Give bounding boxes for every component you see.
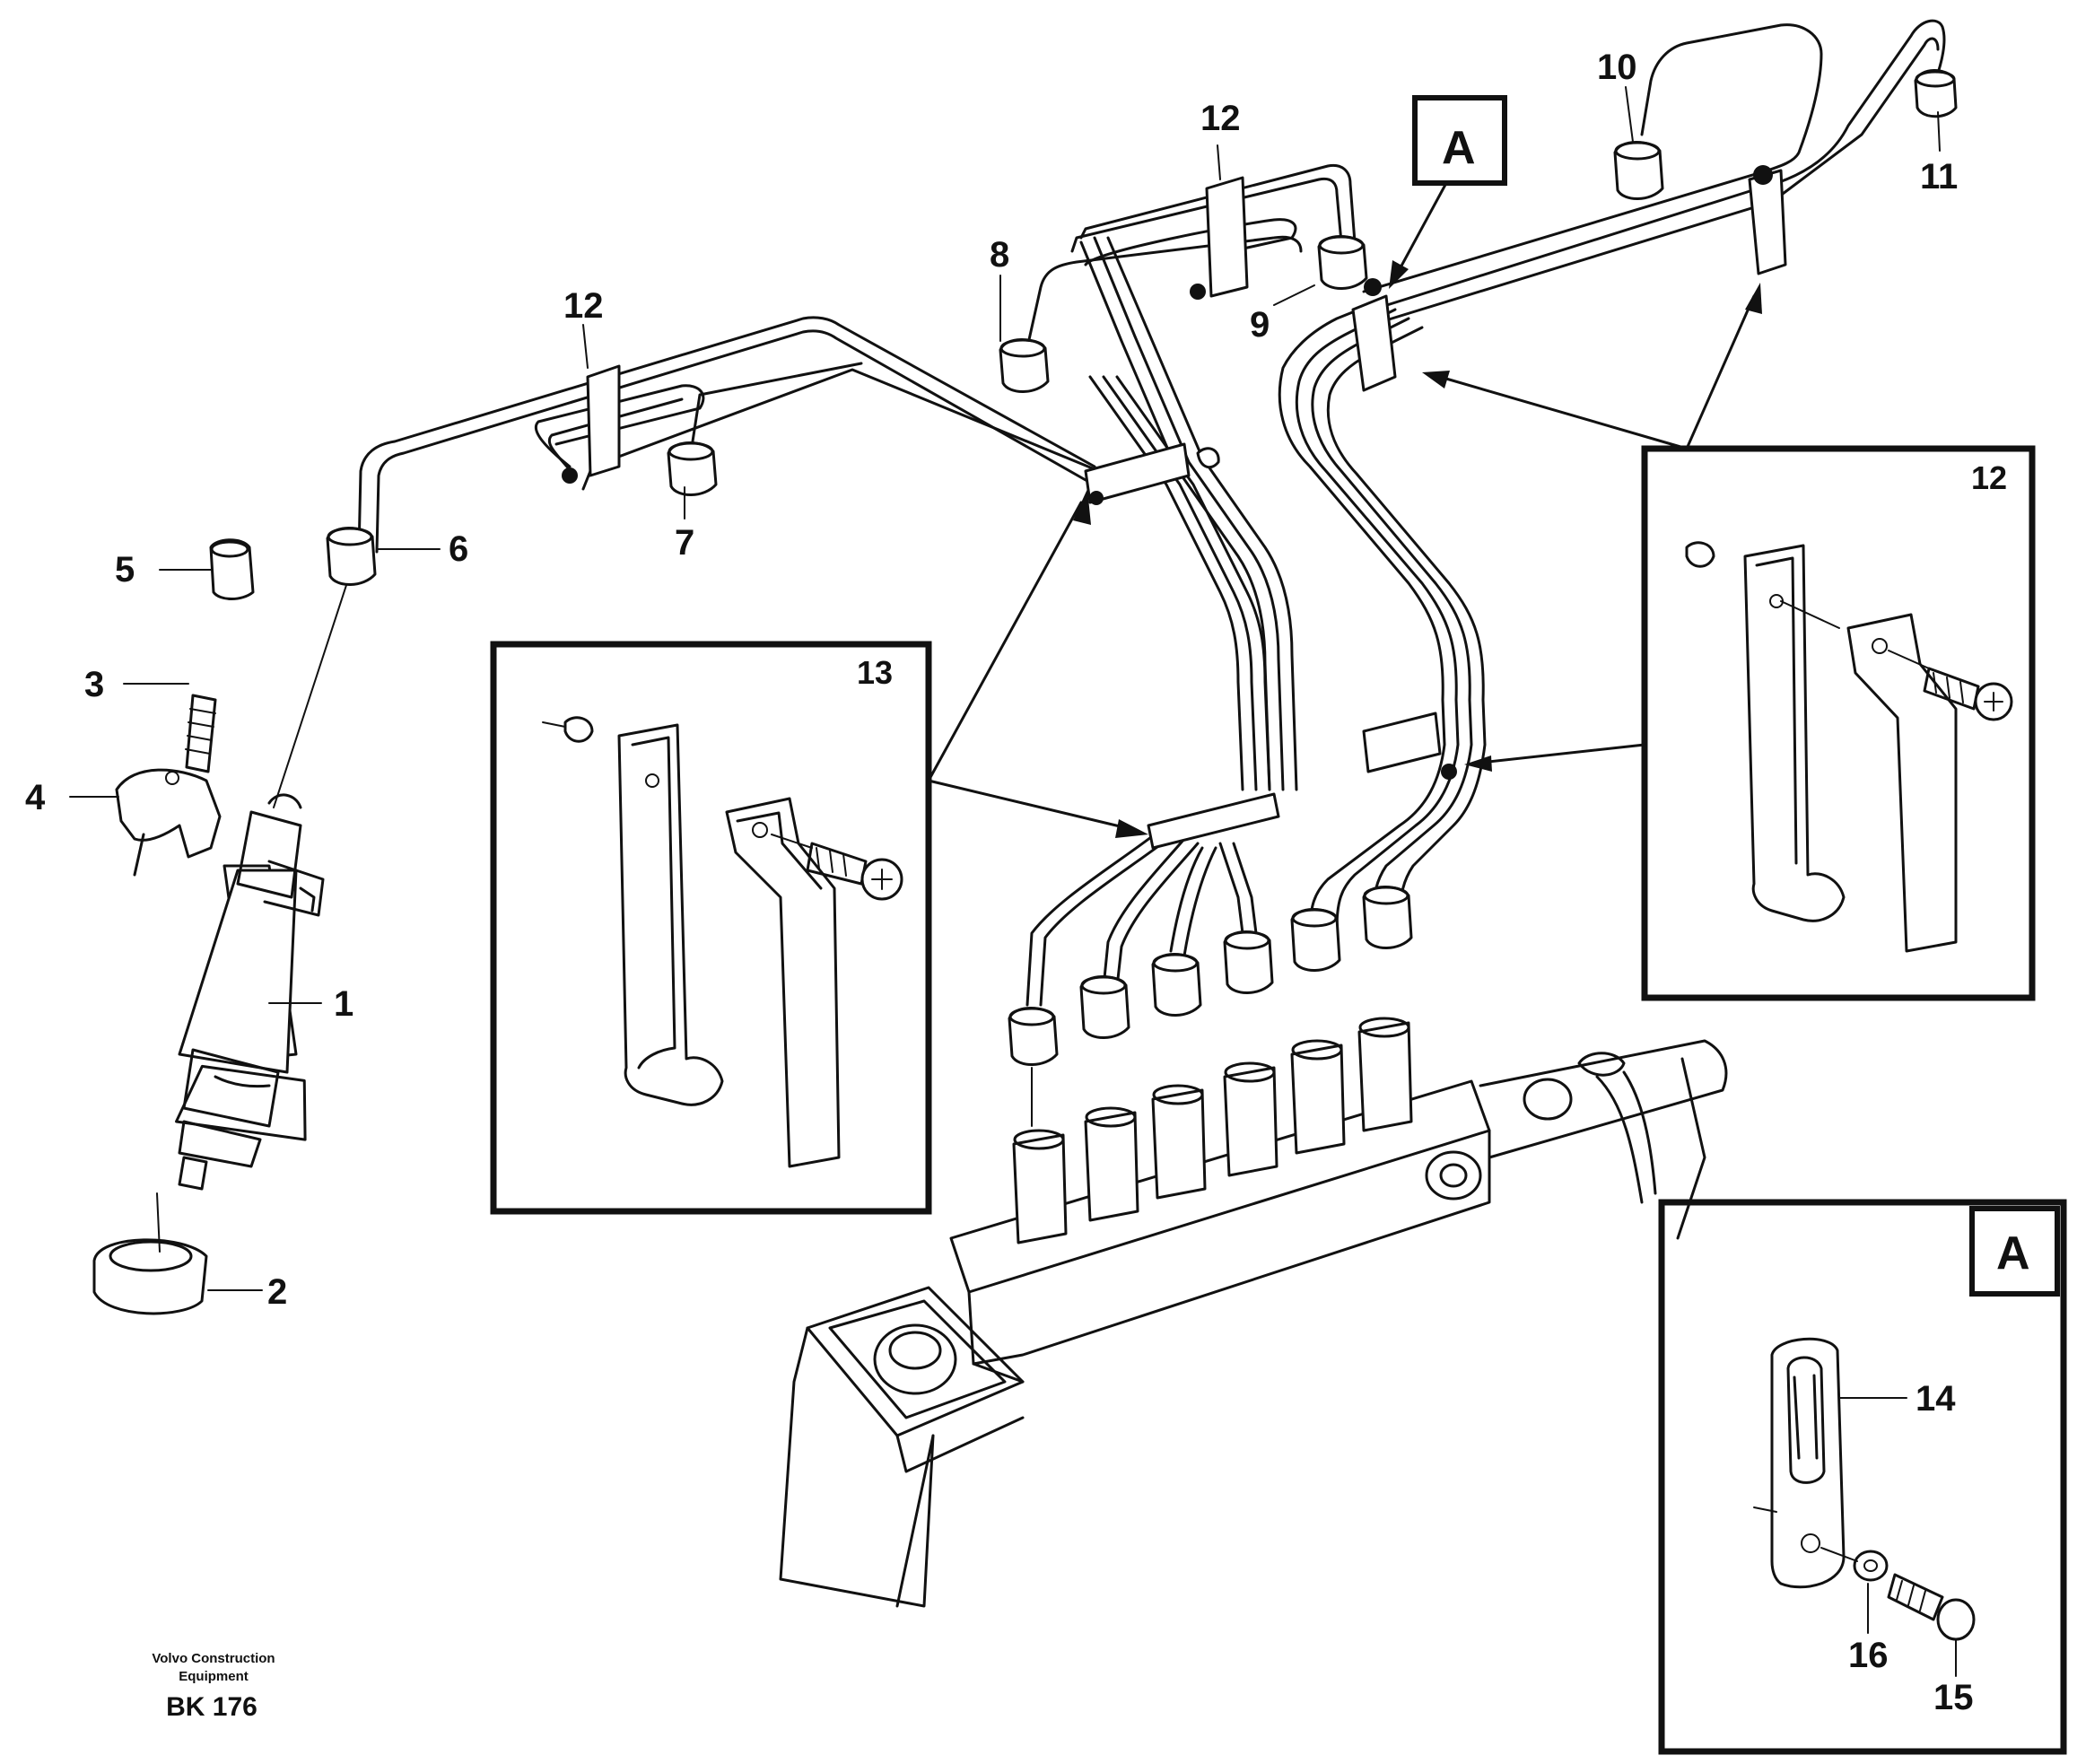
label-12-top: 12 [1200,99,1241,138]
footer: Volvo Construction Equipment BK 176 [152,1651,275,1722]
label-1: 1 [334,984,353,1024]
injection-pump [779,1017,1728,1608]
callout-A: A [1389,95,1507,289]
label-14: 14 [1916,1379,1956,1419]
label-7: 7 [675,523,694,563]
label-8: 8 [990,235,1009,275]
part-labels: 1 2 3 4 5 6 7 8 9 10 11 12 12 14 16 15 [25,48,1974,1717]
pipe-clips [562,165,1787,850]
label-10: 10 [1597,48,1637,87]
footer-company-line1: Volvo Construction [152,1651,275,1666]
box-12-number: 12 [1971,459,2007,496]
detail-box-12: 12 [1641,445,2036,1001]
label-11: 11 [1920,157,1958,196]
detail-box-13: 13 [490,641,932,1215]
footer-company-line2: Equipment [179,1669,249,1684]
label-5: 5 [115,550,135,589]
label-15: 15 [1933,1678,1974,1717]
callout-A-letter: A [1442,122,1476,174]
fuel-pipe-bundle [357,19,1946,1007]
label-6: 6 [449,529,468,569]
label-2: 2 [267,1272,287,1312]
label-16: 16 [1848,1636,1889,1675]
box-13-number: 13 [857,654,893,691]
detail-box-A: A [1658,1199,2067,1755]
footer-code: BK 176 [166,1692,257,1722]
label-4: 4 [25,778,46,817]
part-leaders [69,86,1957,1677]
box-A-letter: A [1996,1227,2030,1279]
label-9: 9 [1250,305,1270,345]
injector-assembly [92,538,351,1315]
delivery-valves [1012,1017,1413,1244]
leader-arrows [927,283,1762,838]
pipe-union-nuts [326,69,1958,1127]
label-12-left: 12 [563,286,604,326]
label-3: 3 [84,665,104,704]
